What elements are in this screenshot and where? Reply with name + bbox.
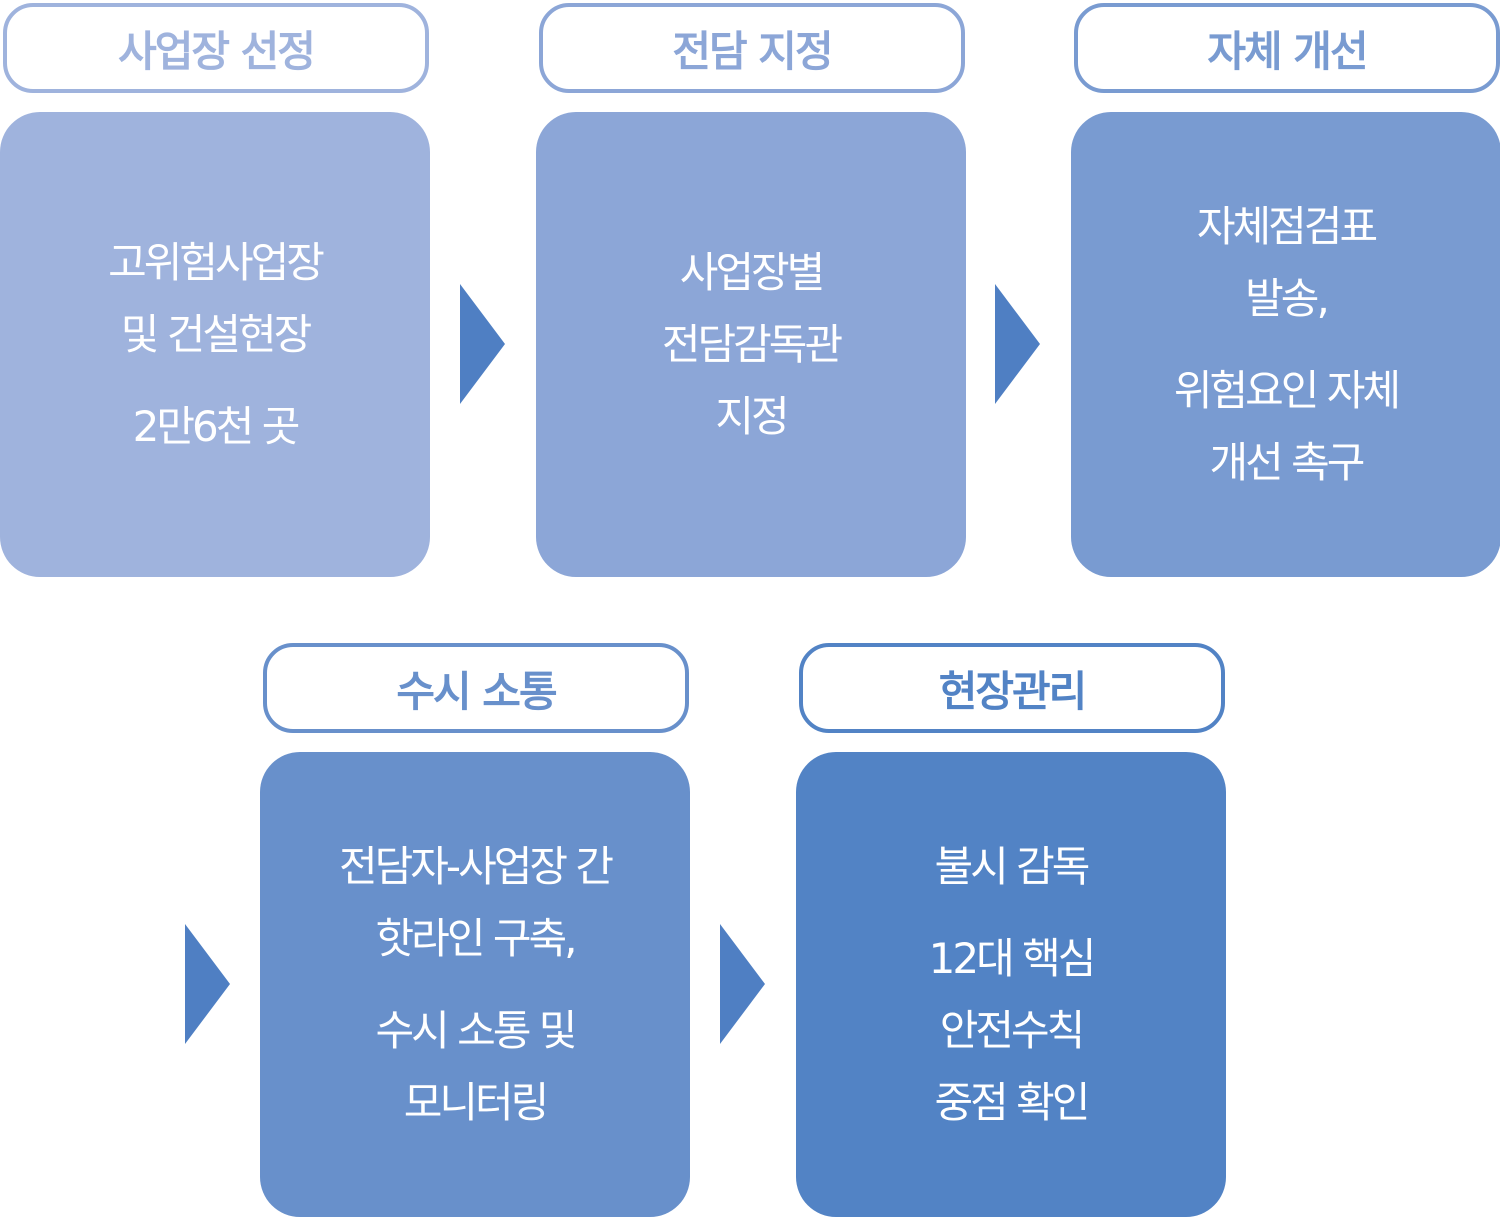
description-line: 불시 감독 [934,841,1091,891]
description-line: 지정 [715,391,789,441]
description-line: 수시 소통 및 [375,1005,578,1055]
description-line: 위험요인 자체 [1173,365,1401,415]
description-line: 핫라인 구축, [375,913,578,963]
arrow-right-icon [720,924,765,1044]
arrow-right-icon [185,924,230,1044]
description-paragraph: 불시 감독 [934,831,1091,903]
description-line: 중점 확인 [934,1077,1091,1127]
description-line: 안전수칙 [939,1005,1086,1055]
step-title: 자체 개선 [1074,3,1500,93]
description-line: 고위험사업장 [108,237,325,287]
description-line: 전담감독관 [661,319,843,369]
description-line: 자체점검표 [1196,201,1378,251]
arrow-right-icon [460,284,505,404]
description-line: 모니터링 [403,1077,550,1127]
step-title: 사업장 선정 [3,3,429,93]
step-title: 전담 지정 [539,3,965,93]
description-line: 12대 핵심 [928,933,1097,983]
step-title: 현장관리 [799,643,1225,733]
description-line: 발송, [1245,273,1330,323]
description-line: 2만6천 곳 [132,401,301,451]
description-line: 사업장별 [679,247,826,297]
description-line: 전담자-사업장 간 [339,841,614,891]
description-line: 및 건설현장 [120,309,313,359]
step-title: 수시 소통 [263,643,689,733]
description-line: 개선 촉구 [1209,437,1366,487]
arrow-right-icon [995,284,1040,404]
description-paragraph: 2만6천 곳 [132,391,301,463]
